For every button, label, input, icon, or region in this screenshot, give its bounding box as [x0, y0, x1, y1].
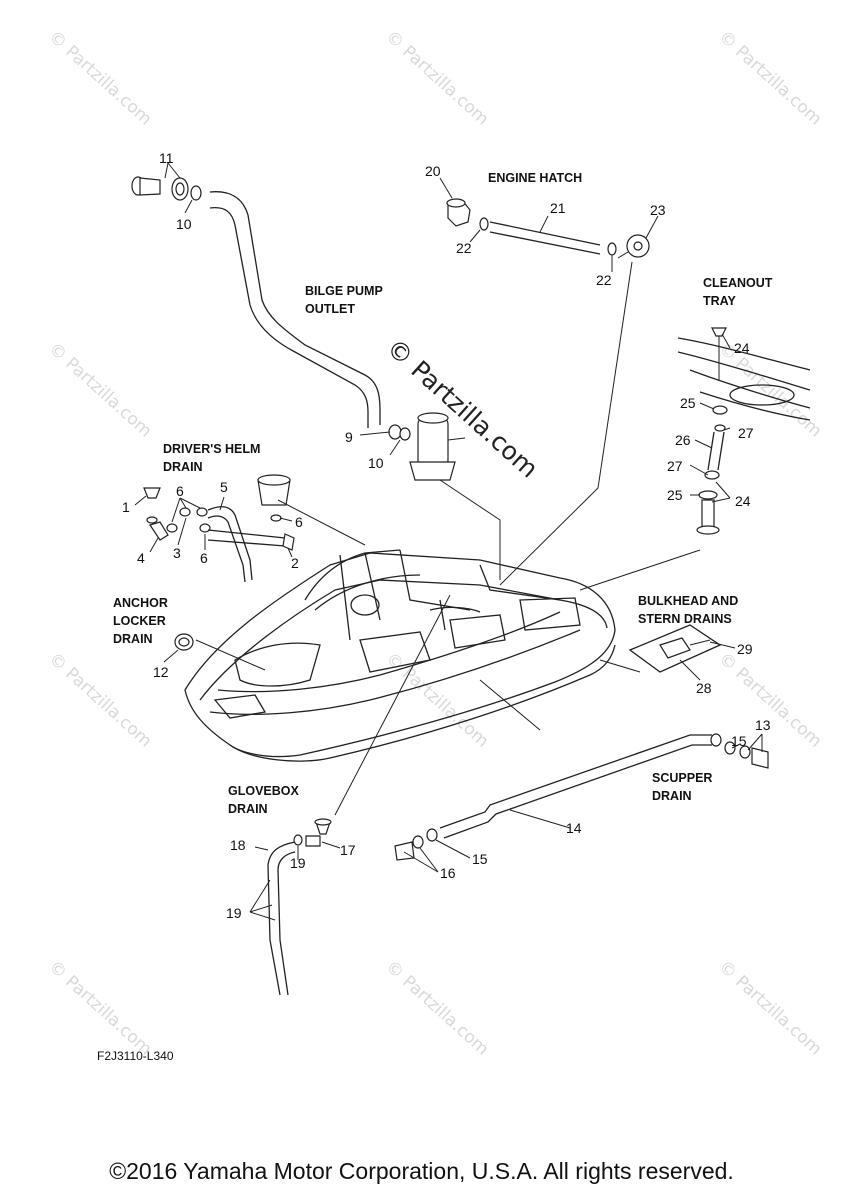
watermark: © Partzilla.com: [45, 957, 156, 1060]
watermark: © Partzilla.com: [382, 957, 493, 1060]
label-bilge-pump-outlet-1: BILGE PUMP: [305, 284, 383, 298]
callout: 1: [122, 499, 130, 515]
watermark: © Partzilla.com: [45, 339, 156, 442]
callout: 4: [137, 550, 145, 566]
callout: 21: [550, 200, 566, 216]
fitting-9-10: [388, 424, 411, 441]
callout: 13: [755, 717, 771, 733]
label-anchor-locker-2: LOCKER: [113, 614, 166, 628]
label-cleanout-tray-2: TRAY: [703, 294, 737, 308]
label-glovebox-1: GLOVEBOX: [228, 784, 300, 798]
label-drivers-helm-2: DRAIN: [163, 460, 203, 474]
label-anchor-locker-1: ANCHOR: [113, 596, 168, 610]
callout: 26: [675, 432, 691, 448]
callout: 12: [153, 664, 169, 680]
fitting-11: [131, 176, 202, 201]
label-glovebox-2: DRAIN: [228, 802, 268, 816]
cleanout-tray: [677, 327, 811, 535]
callout: 6: [200, 550, 208, 566]
label-cleanout-tray-1: CLEANOUT: [703, 276, 773, 290]
callout: 25: [680, 395, 696, 411]
callout: 6: [176, 483, 184, 499]
callout: 2: [291, 555, 299, 571]
callout: 10: [176, 216, 192, 232]
callout: 6: [295, 514, 303, 530]
callout: 24: [735, 493, 751, 509]
drivers-helm-drain: [143, 474, 295, 583]
engine-hatch-hose: [446, 198, 650, 259]
label-bulkhead-1: BULKHEAD AND: [638, 594, 738, 608]
leader-lines: [134, 162, 763, 921]
callout: 5: [220, 479, 228, 495]
callout: 15: [472, 851, 488, 867]
callout: 25: [667, 487, 683, 503]
callout: 17: [340, 842, 356, 858]
section-labels: ENGINE HATCH BILGE PUMP OUTLET CLEANOUT …: [113, 171, 773, 816]
callout: 3: [173, 545, 181, 561]
watermark: © Partzilla.com: [715, 957, 826, 1060]
callout: 29: [737, 641, 753, 657]
callout: 18: [230, 837, 246, 853]
callout: 20: [425, 163, 441, 179]
label-drivers-helm-1: DRIVER'S HELM: [163, 442, 260, 456]
watermark-layer: © Partzilla.com © Partzilla.com © Partzi…: [45, 27, 826, 1060]
watermark: © Partzilla.com: [715, 27, 826, 130]
callout: 24: [734, 340, 750, 356]
callout: 15: [731, 733, 747, 749]
callout: 28: [696, 680, 712, 696]
callout: 22: [456, 240, 472, 256]
callout: 19: [226, 905, 242, 921]
boat-hull: [184, 549, 616, 762]
label-anchor-locker-3: DRAIN: [113, 632, 153, 646]
label-bulkhead-2: STERN DRAINS: [638, 612, 732, 626]
callout: 27: [738, 425, 754, 441]
callout: 22: [596, 272, 612, 288]
bulkhead-drain: [628, 624, 722, 673]
watermark: © Partzilla.com: [382, 649, 493, 752]
bilge-pump: [409, 412, 466, 481]
callout: 10: [368, 455, 384, 471]
scupper-drain-hose: [394, 733, 769, 861]
callout: 19: [290, 855, 306, 871]
callout-numbers: 11 10 9 10 20 22 21 23 22 24 25 27 26 27…: [122, 150, 771, 921]
anchor-locker-fitting: [174, 633, 194, 651]
label-engine-hatch: ENGINE HATCH: [488, 171, 582, 185]
bilge-pump-outlet-hose: [209, 191, 381, 428]
diagram-code: F2J3110-L340: [97, 1049, 174, 1063]
label-scupper-1: SCUPPER: [652, 771, 712, 785]
callout: 11: [159, 150, 174, 166]
callout: 9: [345, 429, 353, 445]
center-watermark: © Partzilla.com: [381, 333, 544, 484]
watermark: © Partzilla.com: [45, 649, 156, 752]
callout: 23: [650, 202, 666, 218]
callout: 14: [566, 820, 582, 836]
watermark: © Partzilla.com: [382, 27, 493, 130]
callout: 16: [440, 865, 456, 881]
watermark: © Partzilla.com: [45, 27, 156, 130]
copyright-notice: ©2016 Yamaha Motor Corporation, U.S.A. A…: [109, 1158, 734, 1184]
callout: 27: [667, 458, 683, 474]
label-bilge-pump-outlet-2: OUTLET: [305, 302, 355, 316]
glovebox-drain: [267, 818, 332, 996]
label-scupper-2: DRAIN: [652, 789, 692, 803]
